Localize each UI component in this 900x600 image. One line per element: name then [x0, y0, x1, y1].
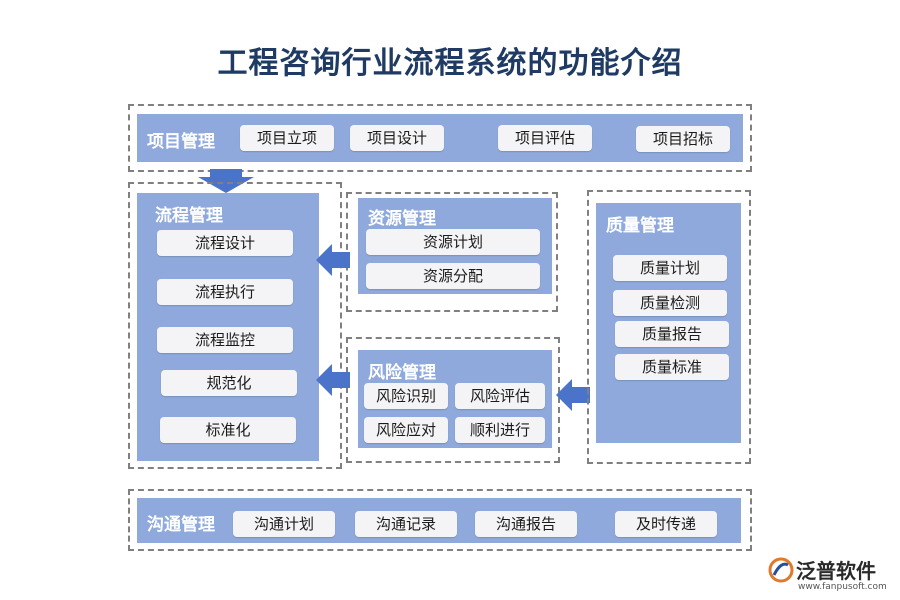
arrow-left-icon	[316, 364, 350, 396]
quality-mgmt-panel: 质量管理 质量计划 质量检测 质量报告 质量标准	[596, 203, 741, 443]
project-item-design[interactable]: 项目设计	[350, 125, 444, 151]
risk-item-respond[interactable]: 风险应对	[364, 417, 448, 443]
resource-item-plan[interactable]: 资源计划	[366, 229, 540, 255]
logo-icon	[768, 557, 794, 583]
comm-item-plan[interactable]: 沟通计划	[233, 511, 335, 537]
quality-item-inspection[interactable]: 质量检测	[613, 290, 727, 316]
project-mgmt-border	[128, 104, 752, 172]
quality-item-report[interactable]: 质量报告	[615, 321, 729, 347]
risk-mgmt-panel: 风险管理 风险识别 风险评估 风险应对 顺利进行	[358, 350, 552, 448]
quality-item-plan[interactable]: 质量计划	[613, 255, 727, 281]
risk-item-assess[interactable]: 风险评估	[455, 383, 545, 409]
project-item-evaluation[interactable]: 项目评估	[498, 125, 592, 151]
logo-name: 泛普软件	[796, 559, 876, 583]
risk-mgmt-border	[346, 337, 560, 463]
comm-item-deliver[interactable]: 及时传递	[615, 511, 717, 537]
process-mgmt-title: 流程管理	[155, 206, 223, 226]
risk-item-identify[interactable]: 风险识别	[364, 383, 448, 409]
resource-item-allocation[interactable]: 资源分配	[366, 263, 540, 289]
project-mgmt-panel: 项目管理 项目立项 项目设计 项目评估 项目招标	[137, 114, 743, 162]
comm-mgmt-border	[128, 489, 752, 551]
process-item-monitoring[interactable]: 流程监控	[157, 327, 293, 353]
process-item-design[interactable]: 流程设计	[157, 230, 293, 256]
brand-logo: 泛普软件 www.fanpusoft.com	[768, 555, 893, 597]
risk-mgmt-title: 风险管理	[368, 363, 436, 383]
quality-mgmt-border	[587, 190, 751, 464]
comm-item-record[interactable]: 沟通记录	[355, 511, 457, 537]
comm-item-report[interactable]: 沟通报告	[475, 511, 577, 537]
arrow-left-icon	[556, 379, 590, 411]
process-item-standardize[interactable]: 规范化	[161, 370, 297, 396]
logo-url: www.fanpusoft.com	[798, 582, 887, 592]
comm-mgmt-title: 沟通管理	[147, 515, 215, 535]
process-mgmt-panel: 流程管理 流程设计 流程执行 流程监控 规范化 标准化	[137, 193, 319, 461]
project-mgmt-title: 项目管理	[147, 132, 215, 152]
comm-mgmt-panel: 沟通管理 沟通计划 沟通记录 沟通报告 及时传递	[137, 498, 741, 543]
arrow-down-icon	[198, 169, 254, 193]
risk-item-proceed[interactable]: 顺利进行	[455, 417, 545, 443]
project-item-bidding[interactable]: 项目招标	[636, 126, 730, 152]
quality-item-standard[interactable]: 质量标准	[615, 354, 729, 380]
arrow-left-icon	[316, 244, 350, 276]
process-mgmt-border	[128, 182, 342, 469]
quality-mgmt-title: 质量管理	[606, 216, 674, 236]
resource-mgmt-title: 资源管理	[368, 209, 436, 229]
resource-mgmt-panel: 资源管理 资源计划 资源分配	[358, 198, 552, 294]
project-item-approval[interactable]: 项目立项	[240, 125, 334, 151]
page-title: 工程咨询行业流程系统的功能介绍	[217, 46, 683, 81]
process-item-execution[interactable]: 流程执行	[157, 279, 293, 305]
process-item-normalize[interactable]: 标准化	[160, 417, 296, 443]
